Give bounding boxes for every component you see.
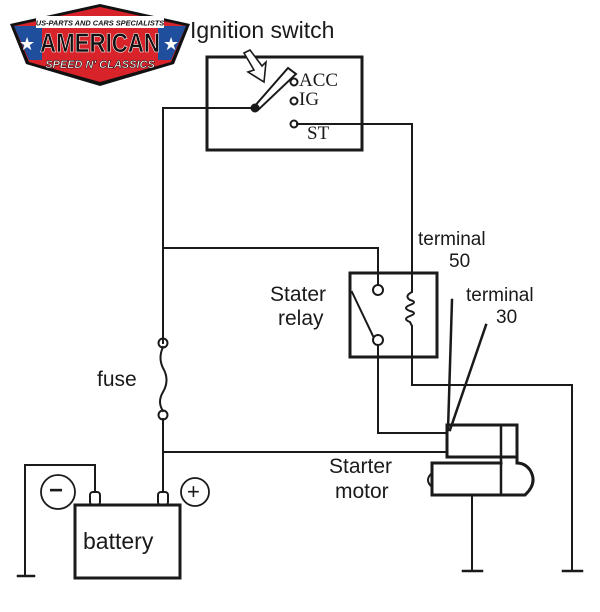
ig-label: IG — [299, 89, 320, 110]
acc-label: ACC — [299, 70, 339, 91]
relay-contact-bottom — [372, 334, 384, 346]
switch-lever — [251, 66, 298, 112]
ig-terminal — [289, 96, 299, 106]
ignition-switch-box — [205, 55, 364, 152]
terminal-50-pointer — [446, 298, 454, 432]
positive-terminal-sign: + — [187, 479, 200, 504]
wire-relay-to-terminal-50 — [377, 344, 448, 434]
positive-symbol-circle — [180, 477, 210, 507]
relay-coil — [405, 272, 415, 358]
wire-ignition-input — [162, 107, 256, 344]
st-label: ST — [307, 123, 330, 144]
starter-motor-body — [430, 455, 535, 497]
terminal-30-pointer — [448, 323, 488, 432]
starter-solenoid — [445, 423, 519, 459]
battery-negative-post — [89, 491, 101, 506]
star-left-icon: ★ — [19, 34, 35, 55]
starter-motor-label-line1: Starter — [329, 455, 393, 478]
terminal-30-label-line2: 30 — [496, 307, 518, 328]
battery-box — [73, 503, 182, 580]
terminal-50-label-line2: 50 — [449, 251, 471, 272]
logo-brand: AMERICAN — [40, 28, 160, 58]
acc-terminal — [289, 77, 299, 87]
wire-coil-to-ground — [411, 356, 573, 571]
terminal-50-label-line1: terminal — [418, 229, 486, 250]
logo-badge-blue-left — [14, 26, 42, 60]
star-right-icon: ★ — [163, 34, 179, 55]
negative-terminal-sign: − — [49, 477, 64, 504]
starter-motor-label-line2: motor — [335, 480, 389, 503]
relay-box — [348, 271, 439, 359]
relay-switch-arm — [350, 290, 375, 338]
brand-logo: ★ ★ US-PARTS AND CARS SPECIALISTS AMERIC… — [10, 4, 190, 86]
terminal-30-label-line1: terminal — [466, 285, 534, 306]
starter-shaft-nub — [427, 471, 434, 489]
logo-badge-blue-right — [158, 26, 186, 60]
ignition-switch-title: Ignition switch — [190, 17, 335, 43]
key-arrow-icon — [242, 48, 268, 84]
negative-symbol-circle — [40, 474, 76, 510]
relay-label-line2: relay — [278, 307, 324, 330]
wire-feed-to-relay — [162, 247, 379, 286]
relay-label-line1: Stater — [270, 283, 327, 306]
logo-tagline: US-PARTS AND CARS SPECIALISTS — [36, 19, 164, 28]
battery-label: battery — [83, 528, 154, 554]
wire-st-to-relay-coil — [296, 123, 413, 274]
fuse-element — [159, 345, 168, 413]
logo-subbrand: SPEED N' CLASSICS — [45, 59, 155, 71]
wire-battery-negative-ground — [24, 464, 96, 576]
fuse-label: fuse — [97, 368, 137, 391]
relay-contact-top — [372, 284, 384, 296]
battery-positive-post — [157, 491, 169, 506]
